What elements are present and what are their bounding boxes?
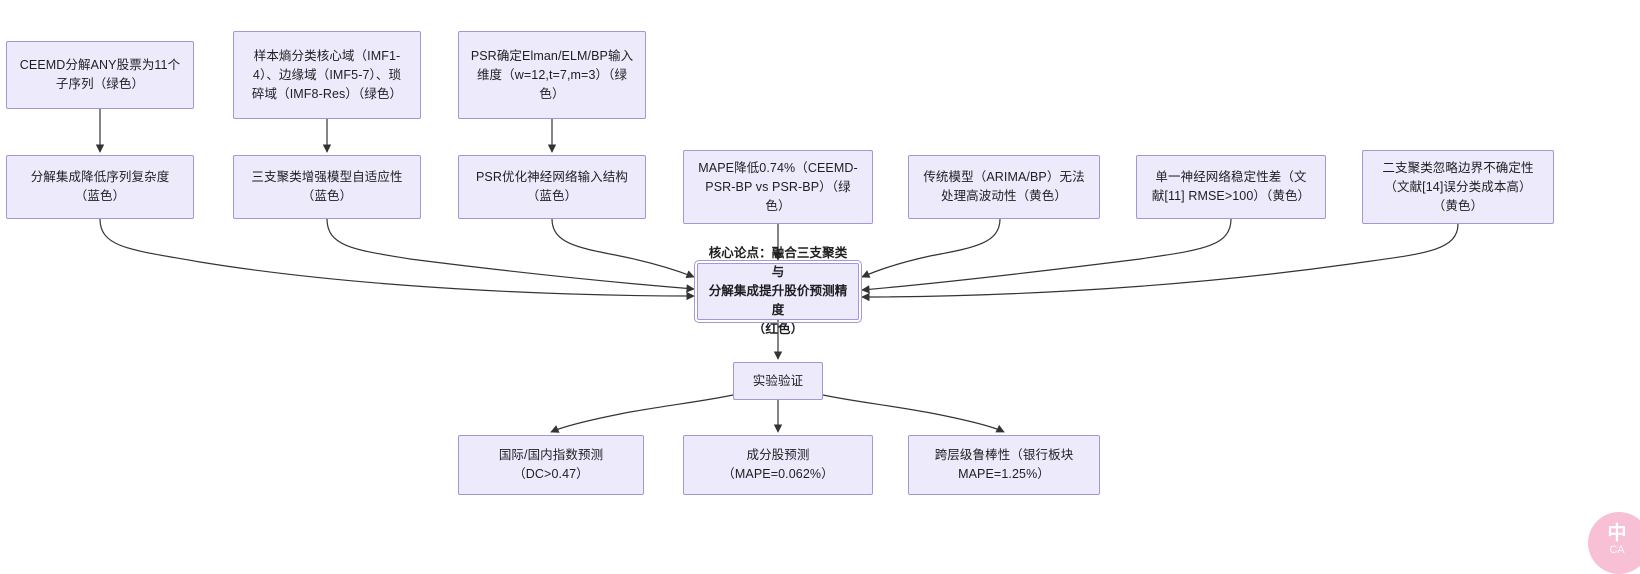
edge-n8-n11	[861, 218, 1001, 278]
node-label: MAPE降低0.74%（CEEMD- PSR-BP vs PSR-BP）（绿 色…	[698, 160, 858, 213]
node-label: 三支聚类增强模型自适应性 （蓝色）	[251, 170, 403, 203]
node-experimental-validation[interactable]: 实验验证	[733, 362, 823, 400]
watermark-text: 中	[1607, 523, 1627, 544]
edge-n10-n11	[861, 223, 1459, 302]
node-label: 二支聚类忽略边界不确定性 （文献[14]误分类成本高） （黄色）	[1382, 160, 1534, 213]
node-psr-input-dimension[interactable]: PSR确定Elman/ELM/BP输入 维度（w=12,t=7,m=3）（绿 色…	[458, 31, 646, 119]
watermark-subtext: CA	[1609, 544, 1625, 556]
node-psr-optimizes-network-input[interactable]: PSR优化神经网络输入结构 （蓝色）	[458, 155, 646, 219]
edge-n12-n13	[550, 394, 734, 433]
edge-n5-n11	[326, 218, 695, 293]
edge-n4-n11	[99, 218, 695, 301]
node-label: PSR优化神经网络输入结构 （蓝色）	[475, 170, 628, 203]
node-single-network-instability[interactable]: 单一神经网络稳定性差（文 献[11] RMSE>100）（黄色）	[1136, 155, 1326, 219]
node-label: 样本熵分类核心域（IMF1- 4）、边缘域（IMF5-7）、琐 碎域（IMF8-…	[251, 48, 403, 101]
node-label: PSR确定Elman/ELM/BP输入 维度（w=12,t=7,m=3）（绿 色…	[470, 48, 634, 101]
node-label: 分解集成降低序列复杂度 （蓝色）	[30, 170, 170, 203]
edge-n9-n11	[861, 218, 1232, 294]
node-label: 跨层级鲁棒性（银行板块 MAPE=1.25%）	[934, 448, 1074, 481]
node-label: 传统模型（ARIMA/BP）无法 处理高波动性（黄色）	[923, 170, 1085, 203]
node-two-way-clustering-limitation[interactable]: 二支聚类忽略边界不确定性 （文献[14]误分类成本高） （黄色）	[1362, 150, 1554, 224]
edge-n12-n15	[822, 394, 1005, 433]
node-label: 单一神经网络稳定性差（文 献[11] RMSE>100）（黄色）	[1151, 170, 1311, 203]
edge-n6-n11	[551, 218, 695, 279]
watermark-inner: 中 CA	[1607, 523, 1627, 559]
node-mape-reduction[interactable]: MAPE降低0.74%（CEEMD- PSR-BP vs PSR-BP）（绿 色…	[683, 150, 873, 224]
node-three-way-clustering-adaptivity[interactable]: 三支聚类增强模型自适应性 （蓝色）	[233, 155, 421, 219]
node-label: 核心论点：融合三支聚类与 分解集成提升股价预测精度 （红色）	[708, 246, 848, 336]
node-label: 实验验证	[752, 373, 804, 388]
node-index-forecasting[interactable]: 国际/国内指数预测 （DC>0.47）	[458, 435, 644, 495]
node-constituent-stock-forecasting[interactable]: 成分股预测 （MAPE=0.062%）	[683, 435, 873, 495]
watermark-badge: 中 CA	[1588, 512, 1640, 574]
node-sample-entropy-classification[interactable]: 样本熵分类核心域（IMF1- 4）、边缘域（IMF5-7）、琐 碎域（IMF8-…	[233, 31, 421, 119]
node-ceemd-decomposition[interactable]: CEEMD分解ANY股票为11个 子序列（绿色）	[6, 41, 194, 109]
node-label: 成分股预测 （MAPE=0.062%）	[722, 448, 834, 481]
node-label: 国际/国内指数预测 （DC>0.47）	[498, 448, 604, 481]
node-decomposition-reduces-complexity[interactable]: 分解集成降低序列复杂度 （蓝色）	[6, 155, 194, 219]
node-traditional-models-limitation[interactable]: 传统模型（ARIMA/BP）无法 处理高波动性（黄色）	[908, 155, 1100, 219]
node-label: CEEMD分解ANY股票为11个 子序列（绿色）	[19, 58, 181, 91]
node-core-thesis[interactable]: 核心论点：融合三支聚类与 分解集成提升股价预测精度 （红色）	[694, 246, 862, 336]
node-cross-level-robustness[interactable]: 跨层级鲁棒性（银行板块 MAPE=1.25%）	[908, 435, 1100, 495]
